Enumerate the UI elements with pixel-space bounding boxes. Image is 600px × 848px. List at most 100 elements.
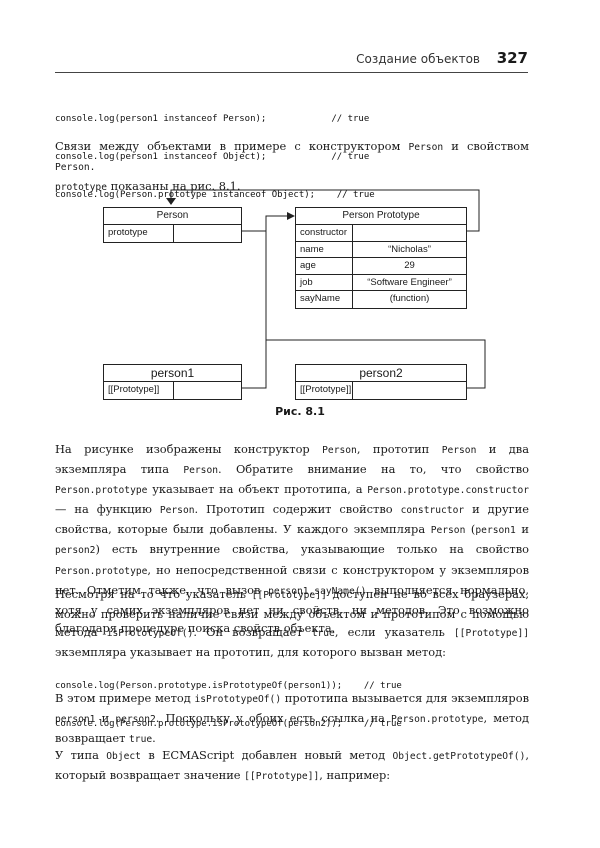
inline-code: person2 [55, 545, 96, 557]
text-run: и другие свойства, которые были добавлен… [55, 502, 529, 537]
row-key: constructor [300, 227, 347, 238]
text-run: в ECMAScript добавлен новый метод [140, 748, 393, 762]
inline-code: Person [159, 505, 195, 517]
text-run: , если указатель [334, 625, 454, 640]
row-key: prototype [108, 227, 148, 238]
row-divider [352, 274, 353, 290]
text-run: , метод возвращает [55, 711, 530, 746]
inline-code: Object.getPrototypeOf() [392, 751, 526, 762]
box-title: Person [104, 208, 241, 225]
inline-code: [[Prototype]] [244, 771, 320, 783]
text-run: выполняется нормально, хотя у самих экзе… [55, 582, 529, 635]
inline-code: person2 [115, 714, 156, 726]
text-run: и [95, 711, 116, 726]
text-run: . Поскольку у обоих есть ссылка на [155, 711, 392, 726]
row-key: name [300, 243, 324, 255]
box-row: [[Prototype]] [104, 382, 241, 399]
row-value: 29 [404, 260, 415, 271]
box-title: person2 [296, 365, 466, 382]
inline-code: Person [441, 445, 477, 456]
row-key: [[Prototype]] [108, 384, 160, 395]
text-run: указывает на объект прототипа, а [147, 482, 368, 497]
header-rule [55, 72, 528, 73]
running-header: Создание объектов 327 [55, 46, 528, 73]
person-prototype-box: Person Prototype constructor name“Nichol… [295, 207, 467, 309]
row-divider [352, 258, 353, 274]
inline-code: [[Prototype]] [251, 590, 327, 601]
inline-code: true [129, 734, 153, 746]
text-run: , например: [319, 768, 391, 783]
text-run: и свойством [443, 139, 530, 153]
paragraph-2: Несмотря на то что указатель [[Prototype… [55, 585, 529, 661]
section-title: Создание объектов [356, 52, 480, 66]
row-divider [173, 382, 174, 399]
row-value: “Nicholas” [388, 243, 431, 255]
inline-code: Object [106, 751, 141, 762]
intro-paragraph: Связи между объектами в примере с констр… [55, 137, 529, 197]
row-key: job [300, 276, 313, 288]
inline-code: Person.prototype [391, 714, 484, 726]
box-row: [[Prototype]] [296, 382, 466, 399]
inline-code: Person [183, 465, 218, 477]
arrowhead-to-prototype [287, 212, 295, 220]
inline-code: Person [408, 142, 444, 153]
code-block-instanceof: console.log(person1 instanceof Person); … [55, 88, 375, 227]
text-run: В этом примере метод [55, 691, 195, 705]
box-row: job “Software Engineer” [296, 274, 466, 291]
row-value: “Software Engineer” [367, 276, 452, 288]
text-run: У типа [55, 748, 107, 762]
box-row: constructor [296, 225, 466, 242]
inline-code: prototype [55, 182, 107, 194]
page-number: 327 [496, 49, 528, 67]
box-row: sayName (function) [296, 291, 466, 308]
text-run: . Прототип содержит свойство [194, 502, 401, 517]
code-line: console.log(Person.prototype.isPrototype… [55, 681, 402, 692]
text-run: и два экземпляра типа [55, 442, 530, 477]
inline-code: Person. [55, 162, 96, 174]
text-run: экземпляра указывает на прототип, для ко… [55, 645, 446, 660]
text-run: — на функцию [55, 502, 160, 517]
row-divider [352, 241, 353, 257]
paragraph-3: В этом примере метод isPrototypeOf() про… [55, 689, 529, 749]
paragraph-1: На рисунке изображены конструктор Person… [55, 440, 529, 637]
text-run: , но непосредственной связи с конструкто… [55, 562, 529, 597]
text-run: , который возвращает значение [55, 748, 529, 783]
inline-code: true [311, 628, 335, 640]
inline-code: [[Prototype]] [453, 628, 529, 640]
inline-code: person1 [55, 714, 96, 726]
row-value: (function) [389, 293, 430, 304]
text-run: и [515, 522, 529, 537]
text-run: Связи между объектами в примере с констр… [55, 139, 409, 153]
text-run: . [152, 731, 156, 746]
inline-code: Person.prototype [55, 485, 148, 497]
inline-code: isPrototypeOf() [106, 628, 194, 640]
code-line: console.log(Person.prototype.isPrototype… [55, 718, 402, 729]
figure-8-1: Person prototype Person Prototype constr… [0, 185, 600, 400]
inline-code: person1 [475, 525, 516, 537]
code-line: console.log(person1 instanceof Person); … [55, 114, 370, 125]
person1-instance-box: person1 [[Prototype]] [103, 364, 242, 400]
text-run: Несмотря на то что указатель [55, 587, 252, 601]
text-run: доступен не во всех браузерах, можно про… [55, 587, 529, 640]
inline-code: Person.prototype [55, 565, 148, 577]
text-run: . Обратите внимание на то, что свойство [218, 462, 529, 477]
arrowhead-to-person [166, 198, 176, 205]
inline-code: Person.prototype.constructor [367, 485, 529, 497]
code-line: console.log(person1 instanceof Object); … [55, 151, 370, 162]
box-title: person1 [104, 365, 241, 382]
row-key: sayName [300, 293, 341, 304]
inline-code: person1.sayName() [268, 585, 367, 597]
paragraph-4: У типа Object в ECMAScript добавлен новы… [55, 746, 529, 786]
text-run: ( [465, 522, 476, 537]
text-run: прототипа вызывается для экземпляров [281, 691, 529, 705]
text-run: На рисунке изображены конструктор [55, 442, 323, 456]
inline-code: Person [322, 445, 357, 456]
figure-caption: Рис. 8.1 [275, 405, 325, 418]
inline-code: Person [430, 525, 466, 537]
code-block-isprototypeof: console.log(Person.prototype.isPrototype… [55, 655, 402, 756]
text-run: ) есть внутренние свойства, указывающие … [95, 542, 529, 557]
person2-instance-box: person2 [[Prototype]] [295, 364, 467, 400]
box-row: prototype [104, 225, 241, 242]
text-run: , прототип [356, 442, 442, 456]
